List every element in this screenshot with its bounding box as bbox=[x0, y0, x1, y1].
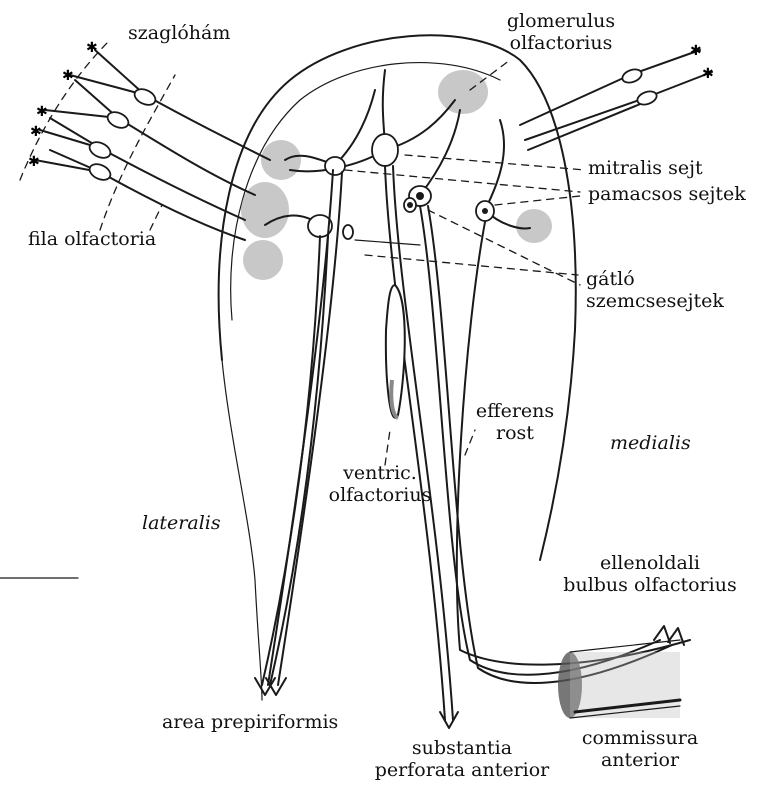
label-fila-olfactoria: fila olfactoria bbox=[28, 228, 157, 250]
label-glomerulus-line2: olfactorius bbox=[509, 32, 613, 54]
label-ventricle: ventric. olfactorius bbox=[315, 462, 445, 506]
label-efferent: efferens rost bbox=[470, 400, 560, 444]
label-area-prepiriformis: area prepiriformis bbox=[162, 711, 339, 733]
label-substantia-line2: perforata anterior bbox=[374, 759, 550, 781]
label-substantia-line1: substantia bbox=[411, 737, 513, 759]
leader-tufted bbox=[344, 169, 581, 193]
label-substantia-perforata: substantia perforata anterior bbox=[362, 737, 562, 781]
label-lateral: lateralis bbox=[142, 512, 221, 534]
leader-glomerulus bbox=[469, 59, 511, 91]
bulb-outline-lateral-stem bbox=[221, 359, 263, 701]
glomerulus-shade bbox=[243, 240, 283, 280]
bulb-neurons bbox=[264, 69, 531, 246]
leader-tufted bbox=[494, 195, 581, 206]
svg-text:✱: ✱ bbox=[86, 40, 98, 56]
label-olfactory-epithelium: szaglóhám bbox=[128, 22, 231, 44]
label-commissura: commissura anterior bbox=[570, 727, 710, 771]
lateral-tract bbox=[254, 169, 343, 696]
label-tufted-cells: pamacsos sejtek bbox=[588, 183, 746, 205]
label-contralateral-bulb: ellenoldali bulbus olfactorius bbox=[545, 552, 755, 596]
label-granule-line2: szemcsesejtek bbox=[586, 290, 724, 312]
label-contralateral-line2: bulbus olfactorius bbox=[563, 574, 737, 596]
label-ventricle-line1: ventric. bbox=[343, 462, 417, 484]
label-glomerulus: glomerulus olfactorius bbox=[506, 10, 616, 54]
ventricle bbox=[384, 283, 406, 419]
receptor-cells-right: ✱ ✱ bbox=[519, 43, 714, 151]
leader-ventric bbox=[384, 429, 391, 466]
glomerulus-shade bbox=[516, 209, 552, 243]
ventricle-shade bbox=[389, 379, 400, 420]
leader-efferent bbox=[464, 429, 476, 456]
label-efferent-line2: rost bbox=[496, 422, 534, 444]
label-granule-cells: gátló szemcsesejtek bbox=[586, 268, 724, 312]
svg-text:✱: ✱ bbox=[702, 66, 714, 82]
label-granule-line1: gátló bbox=[586, 268, 635, 290]
receptor-cells-left: ✱ ✱ ✱ ✱ ✱ bbox=[28, 40, 271, 241]
glomerulus-shade bbox=[438, 70, 488, 114]
svg-text:✱: ✱ bbox=[36, 104, 48, 120]
label-commissura-line1: commissura bbox=[581, 727, 699, 749]
bulb-outline-inner bbox=[230, 61, 501, 321]
label-efferent-line1: efferens bbox=[475, 400, 555, 422]
svg-text:✱: ✱ bbox=[62, 68, 74, 84]
glomerulus-shade bbox=[261, 140, 301, 180]
label-mitral-cell: mitralis sejt bbox=[588, 157, 703, 179]
svg-text:✱: ✱ bbox=[28, 154, 40, 170]
svg-text:✱: ✱ bbox=[690, 43, 702, 59]
commissura-cylinder bbox=[558, 639, 682, 719]
epithelium-dash bbox=[19, 39, 111, 181]
bulb-outline bbox=[217, 34, 577, 561]
svg-text:✱: ✱ bbox=[30, 124, 42, 140]
label-medial: medialis bbox=[610, 432, 691, 454]
glomerulus-shade bbox=[241, 182, 289, 238]
label-ventricle-line2: olfactorius bbox=[328, 484, 432, 506]
leader-mitral bbox=[404, 154, 586, 171]
leader-granule bbox=[364, 254, 579, 276]
leader-granule bbox=[427, 209, 581, 286]
label-contralateral-line1: ellenoldali bbox=[599, 552, 701, 574]
label-commissura-line2: anterior bbox=[600, 749, 680, 771]
label-glomerulus-line1: glomerulus bbox=[506, 10, 616, 32]
epithelium-dash bbox=[99, 74, 176, 231]
leader-fila bbox=[149, 204, 163, 231]
